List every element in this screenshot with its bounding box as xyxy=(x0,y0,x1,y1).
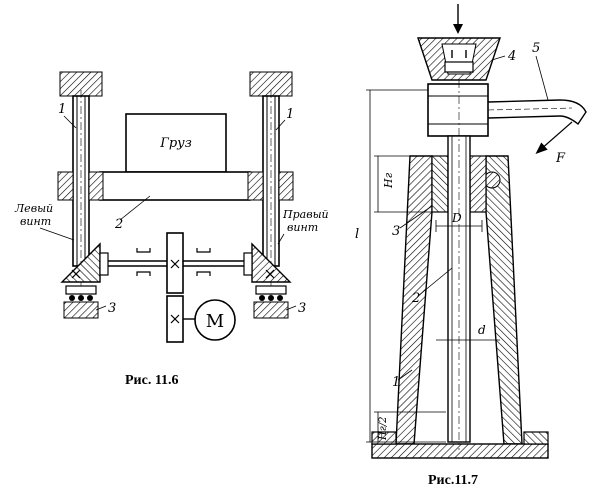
figure-11-7: 4 5 F 3 xyxy=(355,4,587,488)
beam-number: 2 xyxy=(114,217,123,232)
inner-diameter-label: d xyxy=(478,323,486,337)
right-thrust-bearing xyxy=(253,285,289,319)
right-screw-caption-2: винт xyxy=(287,221,318,234)
figure-11-6: Груз 2 1 1 Левый винт Правый винт xyxy=(14,71,329,388)
left-thrust-bearing xyxy=(63,285,99,319)
screw-head xyxy=(427,83,489,137)
cup xyxy=(417,37,501,81)
load-label: Груз xyxy=(159,136,192,151)
left-screw-number: 1 xyxy=(58,102,66,117)
figure-11-6-caption: Рис. 11.6 xyxy=(125,373,179,388)
nut-right xyxy=(469,155,487,213)
cup-number: 4 xyxy=(507,49,516,64)
right-screw-caption-1: Правый xyxy=(282,208,329,221)
outer-diameter-label: D xyxy=(451,211,462,225)
length-label: l xyxy=(355,227,359,242)
right-bearing-number: 3 xyxy=(298,301,306,316)
handle-number: 5 xyxy=(532,41,540,56)
shaft-bearing-right xyxy=(196,248,211,276)
body-number: 1 xyxy=(392,375,400,390)
load-block xyxy=(125,113,227,173)
left-bearing-number: 3 xyxy=(108,301,116,316)
half-nut-height-label: Hг/2 xyxy=(378,416,389,441)
figure-11-7-caption: Рис.11.7 xyxy=(428,473,478,488)
jack-body xyxy=(371,155,549,459)
motor xyxy=(194,299,236,341)
nut xyxy=(431,155,449,213)
force-arrow xyxy=(535,121,573,154)
left-nut-outer xyxy=(57,171,74,201)
left-screw-caption-1: Левый xyxy=(14,202,53,215)
screw-number: 2 xyxy=(411,291,420,306)
shaft-bearing-left xyxy=(136,248,151,276)
lifting-screw xyxy=(447,80,471,450)
central-gear xyxy=(166,232,184,294)
right-nut-inner xyxy=(247,171,264,201)
handle xyxy=(487,99,587,126)
right-screw-number: 1 xyxy=(286,107,294,122)
left-nut-inner xyxy=(88,171,104,201)
crosshead-beam xyxy=(99,171,251,201)
nut-height-label: Hг xyxy=(382,172,395,189)
motor-label: М xyxy=(206,311,224,332)
right-bevel-gear xyxy=(243,242,292,283)
left-bevel-gear xyxy=(60,242,109,283)
right-nut-outer xyxy=(278,171,294,201)
left-screw-caption-2: винт xyxy=(20,215,51,228)
left-screw xyxy=(72,90,90,300)
force-label: F xyxy=(555,151,566,166)
nut-number: 3 xyxy=(392,224,400,239)
